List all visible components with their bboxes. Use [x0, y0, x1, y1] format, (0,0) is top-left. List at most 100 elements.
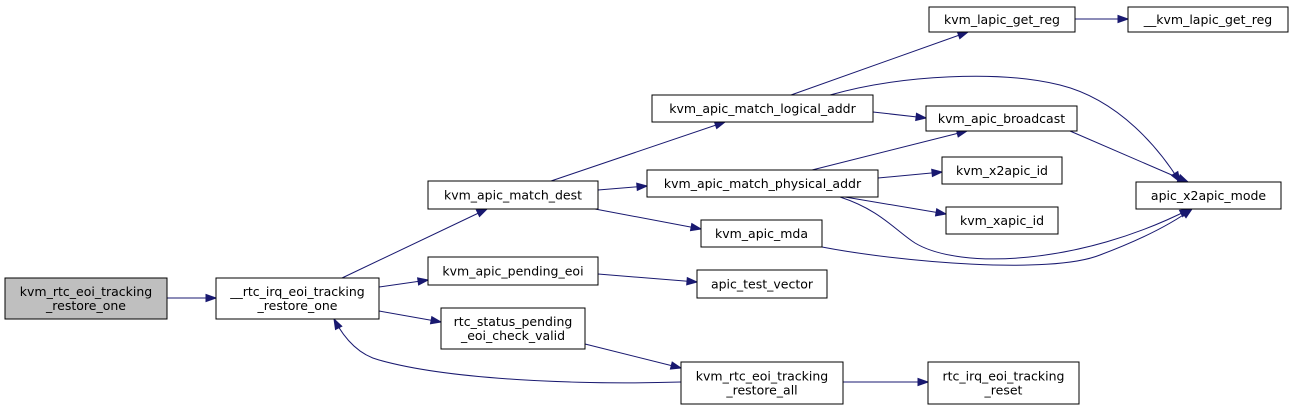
- edge-line: [821, 208, 1193, 266]
- node-kvm_apic_broadcast[interactable]: kvm_apic_broadcast: [925, 105, 1078, 132]
- node-box: [927, 361, 1080, 405]
- node-label: __kvm_lapic_get_reg: [1143, 12, 1273, 27]
- edge-line: [550, 121, 726, 182]
- node-box: [696, 269, 828, 299]
- edge-line: [877, 171, 943, 179]
- node-label: kvm_apic_match_dest: [444, 188, 582, 203]
- arrowhead-icon: [934, 208, 948, 217]
- arrowhead-icon: [689, 222, 703, 232]
- node-label: kvm_lapic_get_reg: [944, 12, 1060, 27]
- node-kvm_apic_match_physical_addr[interactable]: kvm_apic_match_physical_addr: [646, 169, 879, 198]
- nodes-layer: kvm_rtc_eoi_tracking_restore_one__rtc_ir…: [4, 6, 1289, 405]
- arrowhead-icon: [417, 277, 430, 286]
- edge-line: [811, 130, 968, 171]
- arrowhead-icon: [429, 315, 443, 325]
- edge-kvm_apic_match_physical_addr-to-kvm_x2apic_id: [877, 168, 944, 179]
- node-rtc_status_pending_eoi_check_valid[interactable]: rtc_status_pending_eoi_check_valid: [440, 307, 586, 350]
- arrowhead-icon: [205, 293, 218, 303]
- edge-line: [844, 196, 947, 215]
- node-label: kvm_rtc_eoi_tracking: [696, 369, 828, 384]
- edge-line: [790, 31, 969, 96]
- node-box: [928, 6, 1076, 33]
- node-kvm_apic_pending_eoi[interactable]: kvm_apic_pending_eoi: [427, 256, 599, 286]
- arrowhead-icon: [713, 121, 727, 130]
- edge-kvm_lapic_get_reg-to-__kvm_lapic_get_reg: [1075, 14, 1130, 24]
- node-kvm_apic_mda[interactable]: kvm_apic_mda: [700, 219, 823, 248]
- edge-__rtc_irq_eoi_tracking_restore_one-to-rtc_status_pending_eoi_check_valid: [378, 310, 443, 325]
- edge-kvm_apic_match_dest-to-kvm_apic_match_logical_addr: [550, 121, 727, 182]
- node-box: [427, 256, 599, 286]
- arrowhead-icon: [931, 168, 944, 178]
- node-box: [646, 169, 879, 198]
- arrowhead-icon: [956, 31, 970, 40]
- node-label: kvm_rtc_eoi_tracking: [20, 284, 152, 299]
- node-kvm_lapic_get_reg[interactable]: kvm_lapic_get_reg: [928, 6, 1076, 33]
- node-label: _reset: [984, 383, 1023, 398]
- node-label: kvm_apic_broadcast: [938, 111, 1065, 126]
- node-label: _restore_one: [257, 298, 338, 313]
- node-label: kvm_apic_match_logical_addr: [669, 101, 856, 116]
- node-box: [651, 94, 874, 123]
- arrowhead-icon: [917, 377, 930, 387]
- arrowhead-icon: [636, 182, 649, 192]
- node-rtc_irq_eoi_tracking_reset[interactable]: rtc_irq_eoi_tracking_reset: [927, 361, 1080, 405]
- edge-line: [584, 343, 682, 369]
- edge-line: [333, 318, 682, 384]
- edge-line: [597, 273, 698, 283]
- node-label: _restore_one: [45, 298, 126, 313]
- edge-line: [829, 75, 1181, 183]
- edge-kvm_apic_match_logical_addr-to-kvm_lapic_get_reg: [790, 31, 970, 96]
- node-box: [427, 180, 599, 210]
- node-apic_x2apic_mode[interactable]: apic_x2apic_mode: [1135, 181, 1282, 210]
- node-box: [945, 206, 1059, 235]
- edge-kvm_rtc_eoi_tracking_restore_all-to-rtc_irq_eoi_tracking_reset: [843, 377, 930, 387]
- node-box: [925, 105, 1078, 132]
- arrowhead-icon: [915, 112, 928, 122]
- arrowhead-icon: [1117, 14, 1130, 24]
- node-label: __rtc_irq_eoi_tracking: [229, 284, 364, 299]
- node-label: kvm_apic_mda: [715, 226, 808, 241]
- edge-kvm_apic_broadcast-to-apic_x2apic_mode: [1069, 130, 1190, 183]
- edge-line: [594, 208, 702, 230]
- node-__kvm_lapic_get_reg[interactable]: __kvm_lapic_get_reg: [1127, 6, 1289, 33]
- node-label: kvm_apic_pending_eoi: [442, 264, 583, 279]
- node-apic_test_vector[interactable]: apic_test_vector: [696, 269, 828, 299]
- node-label: rtc_irq_eoi_tracking: [943, 369, 1065, 384]
- node-kvm_rtc_eoi_tracking_restore_all[interactable]: kvm_rtc_eoi_tracking_restore_all: [680, 361, 844, 405]
- node-__rtc_irq_eoi_tracking_restore_one[interactable]: __rtc_irq_eoi_tracking_restore_one: [215, 277, 380, 320]
- edge-line: [341, 208, 488, 279]
- node-label: rtc_status_pending: [454, 314, 573, 329]
- arrowhead-icon: [475, 208, 489, 218]
- edge-kvm_apic_match_physical_addr-to-kvm_xapic_id: [844, 196, 948, 217]
- node-box: [1135, 181, 1282, 210]
- node-box: [941, 156, 1063, 185]
- node-kvm_apic_match_dest[interactable]: kvm_apic_match_dest: [427, 180, 599, 210]
- edges-layer: [167, 14, 1194, 387]
- node-kvm_x2apic_id[interactable]: kvm_x2apic_id: [941, 156, 1063, 185]
- edge-rtc_status_pending_eoi_check_valid-to-kvm_rtc_eoi_tracking_restore_all: [584, 343, 683, 370]
- node-box: [4, 277, 168, 320]
- node-label: kvm_x2apic_id: [956, 163, 1048, 178]
- arrowhead-icon: [1180, 208, 1194, 219]
- node-label: _restore_all: [725, 383, 797, 398]
- node-box: [440, 307, 586, 350]
- edge-kvm_apic_match_dest-to-kvm_apic_match_physical_addr: [597, 182, 649, 192]
- node-kvm_rtc_eoi_tracking_restore_one[interactable]: kvm_rtc_eoi_tracking_restore_one: [4, 277, 168, 320]
- node-box: [680, 361, 844, 405]
- node-box: [215, 277, 380, 320]
- arrowhead-icon: [333, 317, 343, 331]
- node-label: apic_test_vector: [711, 277, 814, 292]
- node-kvm_apic_match_logical_addr[interactable]: kvm_apic_match_logical_addr: [651, 94, 874, 123]
- edge-kvm_apic_pending_eoi-to-apic_test_vector: [597, 273, 699, 286]
- edge-kvm_rtc_eoi_tracking_restore_all-to-__rtc_irq_eoi_tracking_restore_one: [333, 317, 682, 384]
- edge-kvm_rtc_eoi_tracking_restore_one-to-__rtc_irq_eoi_tracking_restore_one: [167, 293, 218, 303]
- arrowhead-icon: [669, 361, 683, 370]
- arrowhead-icon: [686, 276, 699, 286]
- edge-line: [1069, 130, 1189, 183]
- node-kvm_xapic_id[interactable]: kvm_xapic_id: [945, 206, 1059, 235]
- node-label: kvm_xapic_id: [960, 213, 1044, 228]
- node-label: apic_x2apic_mode: [1151, 188, 1266, 203]
- node-box: [700, 219, 823, 248]
- node-label: kvm_apic_match_physical_addr: [664, 176, 862, 191]
